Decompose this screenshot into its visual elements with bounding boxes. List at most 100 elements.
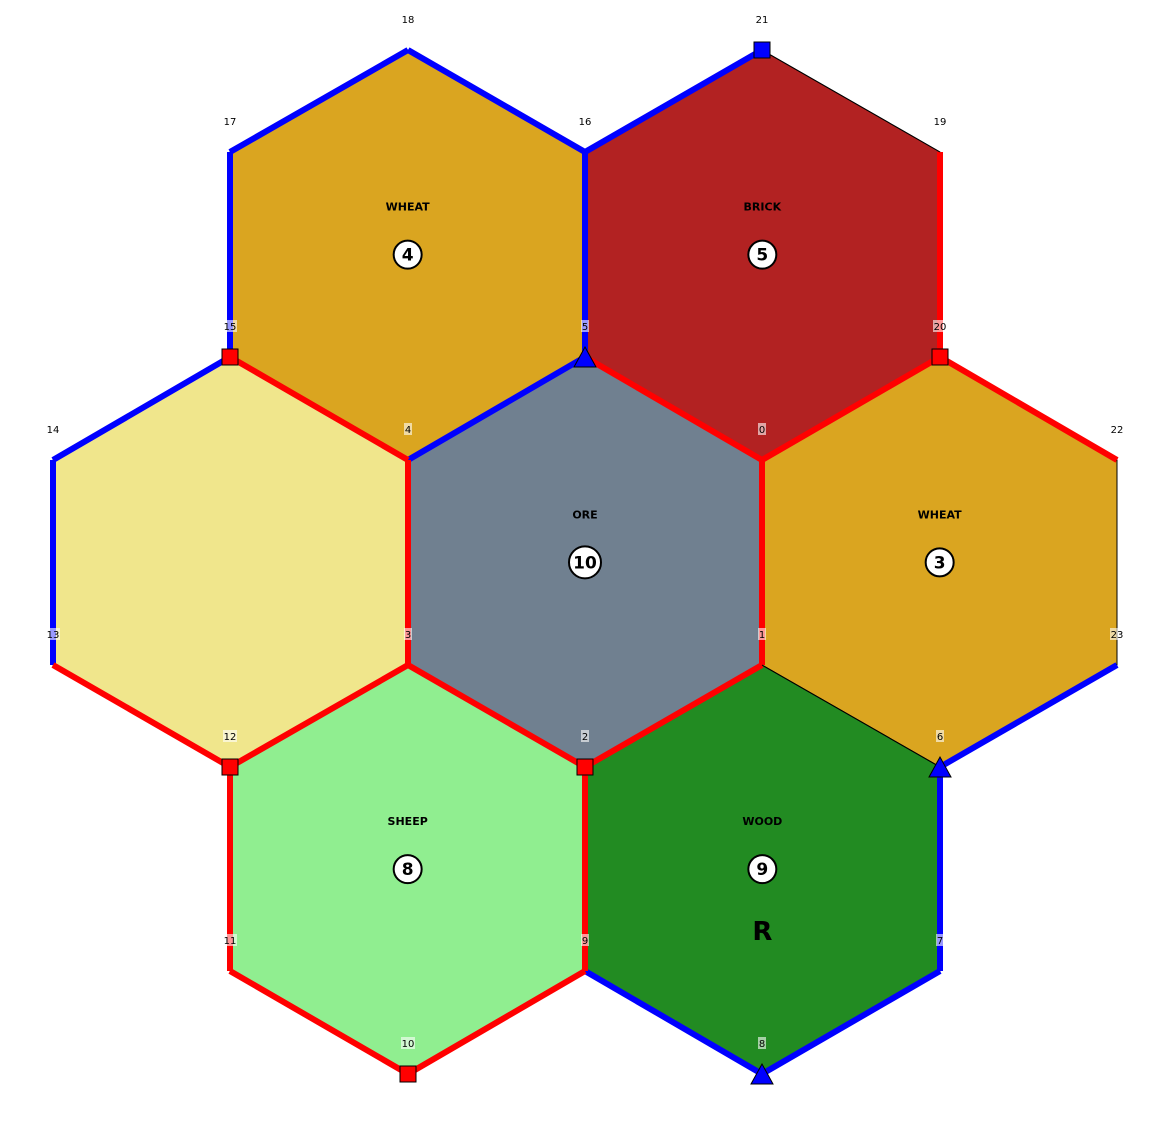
node-label: 10 (402, 1039, 415, 1050)
node-label-bg (46, 423, 60, 435)
node-label-bg (755, 13, 769, 25)
settlement-blue (753, 41, 771, 59)
number-token-value: 3 (934, 553, 946, 573)
node-label-bg (1110, 423, 1124, 435)
number-token (568, 545, 602, 580)
buildings-layer (221, 41, 952, 1085)
road-blue (583, 47, 764, 155)
city-blue (750, 1062, 774, 1085)
tile-resource-label: ORE (572, 508, 597, 521)
node-label: 23 (1111, 630, 1124, 641)
edge (761, 49, 941, 153)
node-label-bg (581, 320, 589, 332)
node-label: 6 (937, 732, 943, 743)
road-blue (228, 47, 410, 155)
road-red (760, 354, 942, 463)
node-label-bg (581, 730, 589, 742)
number-token (747, 854, 778, 885)
node-label-bg (936, 730, 944, 742)
node-label-bg (46, 628, 60, 640)
road-blue (760, 968, 942, 1077)
node-label: 5 (582, 322, 588, 333)
city-blue (573, 345, 597, 368)
settlement-red (221, 348, 239, 366)
tile-resource-label: WHEAT (918, 508, 963, 521)
node-label: 17 (224, 117, 237, 128)
number-token (747, 239, 778, 270)
settlement-red (221, 758, 239, 776)
tile-resource-label: BRICK (744, 201, 782, 214)
road-red (406, 968, 587, 1077)
node-label-bg (223, 115, 237, 127)
city-blue (928, 755, 952, 778)
node-label: 8 (759, 1039, 765, 1050)
node-label: 19 (934, 117, 947, 128)
number-token (392, 854, 423, 885)
node-label-bg (581, 934, 589, 946)
road-red (228, 662, 410, 770)
road-blue (583, 968, 764, 1077)
road-blue (406, 47, 587, 155)
node-label: 1 (759, 630, 765, 641)
settlement-red (931, 348, 949, 366)
road-blue (406, 354, 587, 463)
node-label: 2 (582, 732, 588, 743)
number-token-value: 8 (402, 860, 414, 880)
number-token-value: 5 (756, 246, 768, 266)
node-label: 9 (582, 936, 588, 947)
node-label-bg (223, 730, 237, 742)
node-label-bg (1110, 628, 1124, 640)
road-red (938, 354, 1119, 463)
node-label-bg (401, 13, 415, 25)
road-red (228, 354, 410, 463)
edge (761, 664, 941, 768)
node-label: 7 (937, 936, 943, 947)
node-label: 0 (759, 425, 765, 436)
node-label-bg (401, 1037, 415, 1049)
node-label-bg (933, 320, 947, 332)
node-label-bg (758, 423, 766, 435)
road-red (406, 662, 587, 770)
node-label: 16 (579, 117, 592, 128)
tile-resource-label: WHEAT (386, 201, 431, 214)
settlement-red (576, 758, 594, 776)
road-red (583, 662, 764, 770)
robber-marker: R (752, 917, 772, 947)
node-label-bg (223, 320, 237, 332)
node-label: 21 (756, 15, 769, 26)
node-label: 4 (405, 425, 411, 436)
road-blue (51, 354, 232, 463)
number-token-value: 9 (756, 860, 768, 880)
node-label: 22 (1111, 425, 1124, 436)
number-token-value: 10 (573, 553, 597, 573)
node-label: 12 (224, 732, 237, 743)
node-label: 14 (47, 425, 60, 436)
number-token (392, 239, 423, 270)
node-label: 20 (934, 322, 947, 333)
node-label-bg (758, 628, 766, 640)
road-blue (938, 662, 1119, 770)
node-label: 18 (402, 15, 415, 26)
node-label-bg (404, 628, 412, 640)
node-label-bg (223, 934, 237, 946)
road-red (228, 968, 410, 1077)
tile-resource-label: WOOD (742, 815, 782, 828)
tile-resource-label: SHEEP (388, 815, 428, 828)
number-token-value: 4 (402, 246, 414, 266)
node-label: 15 (224, 322, 237, 333)
node-label-bg (936, 934, 944, 946)
node-label: 11 (224, 936, 237, 947)
node-label-bg (933, 115, 947, 127)
settlement-red (399, 1065, 417, 1083)
node-label-bg (578, 115, 592, 127)
road-red (51, 662, 232, 770)
node-label: 13 (47, 630, 60, 641)
node-label-bg (758, 1037, 766, 1049)
number-token (924, 547, 955, 578)
node-label: 3 (405, 630, 411, 641)
node-label-bg (404, 423, 412, 435)
road-red (583, 354, 764, 463)
